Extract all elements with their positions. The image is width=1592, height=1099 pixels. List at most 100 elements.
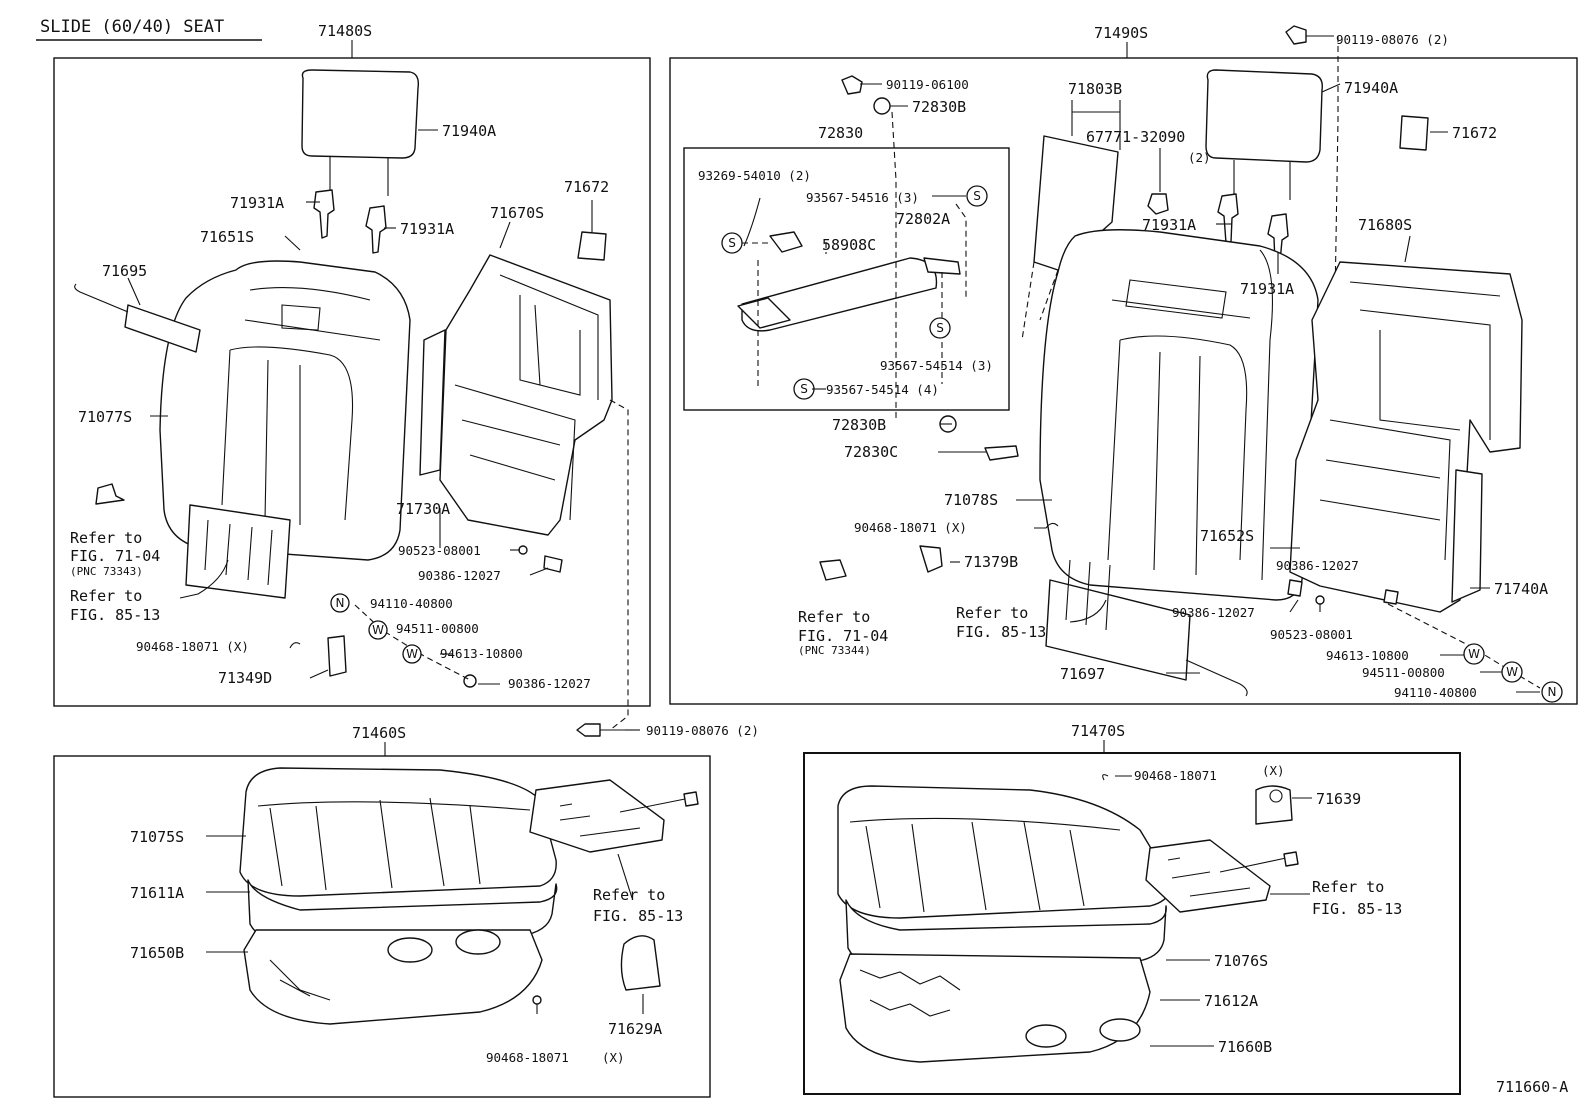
label-71078s: 71078S bbox=[944, 491, 998, 509]
seatback-left-illustration bbox=[74, 69, 625, 737]
label-94110-40800-left: 94110-40800 bbox=[370, 596, 453, 611]
label-71612a: 71612A bbox=[1204, 992, 1258, 1010]
pnc-73343: (PNC 73343) bbox=[70, 565, 143, 578]
label-71490s: 71490S bbox=[1094, 24, 1148, 42]
frame-71490s bbox=[669, 57, 1578, 705]
label-72830: 72830 bbox=[818, 124, 863, 142]
label-71940a-left: 71940A bbox=[442, 122, 496, 140]
label-93567-54514-4: 93567-54514 (4) bbox=[826, 382, 939, 397]
label-71740a: 71740A bbox=[1494, 580, 1548, 598]
svg-text:S: S bbox=[800, 382, 808, 396]
label-58908c: 58908C bbox=[822, 236, 876, 254]
label-71639: 71639 bbox=[1316, 790, 1361, 808]
label-94613-10800-right: 94613-10800 bbox=[1326, 648, 1409, 663]
label-90119-08076-top: 90119-08076 (2) bbox=[1336, 32, 1449, 47]
label-90386-12027-left-1: 90386-12027 bbox=[418, 568, 501, 583]
label-93269-54010: 93269-54010 (2) bbox=[698, 168, 811, 183]
label-71931a-right-2: 71931A bbox=[1240, 280, 1294, 298]
symbol-w-left-1: W bbox=[368, 620, 388, 640]
label-72830b-1: 72830B bbox=[912, 98, 966, 116]
label-71931a-left-2: 71931A bbox=[400, 220, 454, 238]
refer-to-85-13-bottom-right: Refer to bbox=[1312, 878, 1384, 896]
label-90119-08076-mid: 90119-08076 (2) bbox=[646, 723, 759, 738]
svg-text:W: W bbox=[406, 647, 418, 661]
label-71480s: 71480S bbox=[318, 22, 372, 40]
symbol-s-1: S bbox=[721, 232, 743, 254]
label-71803b: 71803B bbox=[1068, 80, 1122, 98]
figure-code: 711660-A bbox=[1496, 1078, 1568, 1096]
label-90468-18071-right: 90468-18071 (X) bbox=[854, 520, 967, 535]
label-93567-54516: 93567-54516 (3) bbox=[806, 190, 919, 205]
label-71652s: 71652S bbox=[1200, 527, 1254, 545]
label-71379b: 71379B bbox=[964, 553, 1018, 571]
cushion-left-illustration bbox=[239, 767, 699, 1025]
fig-71-04-right: FIG. 71-04 bbox=[798, 627, 888, 645]
frame-72830 bbox=[683, 147, 1010, 411]
label-90468-bottom-right-qty: (X) bbox=[1262, 763, 1285, 778]
label-94613-10800-left: 94613-10800 bbox=[440, 646, 523, 661]
refer-to-71-04-right: Refer to bbox=[798, 608, 870, 626]
label-71940a-right: 71940A bbox=[1344, 79, 1398, 97]
label-90468-18071-bottom-right: 90468-18071 bbox=[1134, 768, 1217, 783]
label-90468-18071-bottom-left: 90468-18071 bbox=[486, 1050, 569, 1065]
label-71629a: 71629A bbox=[608, 1020, 662, 1038]
label-67771-32090: 67771-32090 bbox=[1086, 128, 1185, 146]
pnc-73344: (PNC 73344) bbox=[798, 644, 871, 657]
svg-text:S: S bbox=[936, 321, 944, 335]
label-72830c: 72830C bbox=[844, 443, 898, 461]
label-90468-bottom-left-qty: (X) bbox=[602, 1050, 625, 1065]
symbol-s-4: S bbox=[793, 378, 815, 400]
label-71672-left: 71672 bbox=[564, 178, 609, 196]
label-71660b: 71660B bbox=[1218, 1038, 1272, 1056]
label-71460s: 71460S bbox=[352, 724, 406, 742]
svg-text:W: W bbox=[1468, 647, 1480, 661]
symbol-n-right: N bbox=[1541, 681, 1563, 703]
label-90523-08001-right: 90523-08001 bbox=[1270, 627, 1353, 642]
label-94511-00800-right: 94511-00800 bbox=[1362, 665, 1445, 680]
label-71075s: 71075S bbox=[130, 828, 184, 846]
cushion-right-illustration bbox=[837, 785, 1299, 1063]
label-71931a-right-1: 71931A bbox=[1142, 216, 1196, 234]
label-67771-qty: (2) bbox=[1188, 150, 1211, 165]
label-93567-54514-3: 93567-54514 (3) bbox=[880, 358, 993, 373]
label-71470s: 71470S bbox=[1071, 722, 1125, 740]
label-90386-12027-left-2: 90386-12027 bbox=[508, 676, 591, 691]
label-90386-12027-right-2: 90386-12027 bbox=[1172, 605, 1255, 620]
label-71651s: 71651S bbox=[200, 228, 254, 246]
label-71697: 71697 bbox=[1060, 665, 1105, 683]
symbol-s-3: S bbox=[929, 317, 951, 339]
fig-85-13-bottom-right: FIG. 85-13 bbox=[1312, 900, 1402, 918]
label-90119-06100: 90119-06100 bbox=[886, 77, 969, 92]
label-90523-08001-left: 90523-08001 bbox=[398, 543, 481, 558]
refer-to-85-13-bottom-left: Refer to bbox=[593, 886, 665, 904]
svg-text:N: N bbox=[336, 596, 345, 610]
label-72802a: 72802A bbox=[896, 210, 950, 228]
symbol-n-left: N bbox=[330, 593, 350, 613]
svg-text:S: S bbox=[728, 236, 736, 250]
label-71076s: 71076S bbox=[1214, 952, 1268, 970]
label-90386-12027-right-1: 90386-12027 bbox=[1276, 558, 1359, 573]
svg-text:N: N bbox=[1548, 685, 1557, 699]
label-71670s: 71670S bbox=[490, 204, 544, 222]
refer-to-85-13-left: Refer to bbox=[70, 587, 142, 605]
label-94511-00800-left: 94511-00800 bbox=[396, 621, 479, 636]
frame-71470s bbox=[803, 752, 1461, 1095]
fig-85-13-right: FIG. 85-13 bbox=[956, 623, 1046, 641]
label-90468-18071-left: 90468-18071 (X) bbox=[136, 639, 249, 654]
refer-to-71-04-left: Refer to bbox=[70, 529, 142, 547]
symbol-s-2: S bbox=[966, 185, 988, 207]
svg-text:W: W bbox=[372, 623, 384, 637]
symbol-w-left-2: W bbox=[402, 644, 422, 664]
label-71672-right: 71672 bbox=[1452, 124, 1497, 142]
frame-71460s bbox=[53, 755, 711, 1098]
label-71730a: 71730A bbox=[396, 500, 450, 518]
label-71695: 71695 bbox=[102, 262, 147, 280]
seatback-right-illustration bbox=[737, 25, 1523, 697]
diagram-title: SLIDE (60/40) SEAT bbox=[40, 17, 224, 37]
fig-85-13-left: FIG. 85-13 bbox=[70, 606, 160, 624]
fig-85-13-bottom-left: FIG. 85-13 bbox=[593, 907, 683, 925]
label-71611a: 71611A bbox=[130, 884, 184, 902]
svg-text:W: W bbox=[1506, 665, 1518, 679]
symbol-w-right-1: W bbox=[1463, 643, 1485, 665]
